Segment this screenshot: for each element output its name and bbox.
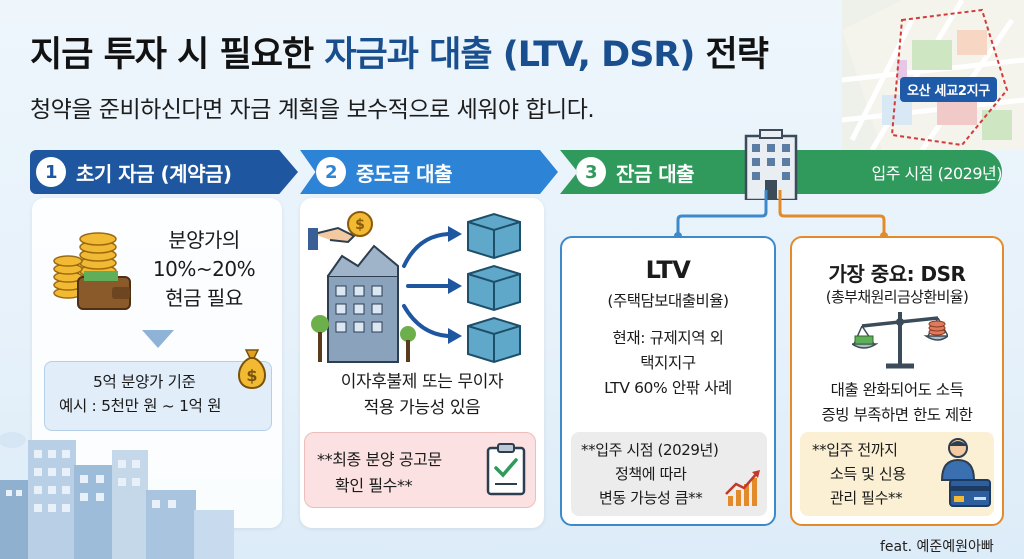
down-arrow-icon (142, 330, 174, 348)
dsr-note-line-1: **입주 전까지 (812, 441, 898, 459)
title-part-3: 전략 (694, 35, 769, 75)
apartment-building-icon (744, 129, 798, 200)
step3-label: 잔금 대출 (616, 161, 695, 186)
map-location-label: 오산 세교2지구 (900, 77, 997, 102)
step2-banner: 2 중도금 대출 (300, 150, 558, 194)
step3-date: 입주 시점 (2029년) (871, 164, 1002, 183)
city-skyline-illustration (0, 432, 234, 559)
ltv-note-line-1: **입주 시점 (2029년) (581, 441, 719, 459)
site-map (842, 0, 1024, 150)
step1-example-line-2: 예시 : 5천만 원 ~ 1억 원 (59, 397, 222, 415)
dsr-note-line-3: 관리 필수** (830, 489, 903, 507)
dsr-title: 가장 중요: DSR (828, 262, 966, 286)
ltv-note-line-3: 변동 가능성 큼** (599, 489, 703, 507)
dsr-body-line-2: 증빙 부족하면 한도 제한 (821, 406, 973, 424)
ltv-note-box: **입주 시점 (2029년) 정책에 따라 변동 가능성 큼** (571, 432, 767, 516)
step1-banner: 1 초기 자금 (계약금) (30, 150, 298, 194)
page-subtitle: 청약을 준비하신다면 자금 계획을 보수적으로 세워야 합니다. (30, 97, 595, 123)
ltv-description: 현재: 규제지역 외 택지지구 LTV 60% 안팎 사례 (560, 326, 776, 401)
step1-text-line-3: 현금 필요 (165, 286, 243, 310)
step1-example-box: 5억 분양가 기준 예시 : 5천만 원 ~ 1억 원 (44, 361, 272, 431)
step1-description: 분양가의 10%~20% 현금 필요 (134, 226, 274, 313)
ltv-body-line-3: LTV 60% 안팎 사례 (604, 379, 732, 397)
step1-text-line-1: 분양가의 (168, 228, 240, 252)
ltv-note-line-2: 정책에 따라 (615, 465, 687, 483)
dsr-note-line-2: 소득 및 신용 (830, 465, 906, 483)
svg-text:$: $ (246, 366, 257, 385)
svg-text:$: $ (355, 217, 365, 233)
person-credit-card-icon (940, 438, 991, 507)
step2-text-line-1: 이자후불제 또는 무이자 (340, 372, 504, 392)
step1-example-line-1: 5억 분양가 기준 (93, 373, 196, 391)
title-part-1: 지금 투자 시 필요한 (30, 35, 325, 75)
dsr-body-line-1: 대출 완화되어도 소득 (830, 381, 964, 399)
step1-label: 초기 자금 (계약금) (76, 161, 232, 186)
ltv-body-line-1: 현재: 규제지역 외 (612, 329, 724, 347)
dsr-subtitle: (총부채원리금상환비율) (825, 288, 969, 306)
step2-number: 2 (316, 157, 346, 187)
clipboard-check-icon (486, 443, 526, 496)
step2-description: 이자후불제 또는 무이자 적용 가능성 있음 (306, 369, 538, 421)
author-credit: feat. 예준예원아빠 (880, 539, 994, 555)
ltv-subtitle: (주택담보대출비율) (607, 292, 729, 310)
ltv-body-line-2: 택지지구 (640, 354, 696, 372)
ltv-title: LTV (645, 256, 691, 284)
dsr-description: 대출 완화되어도 소득 증빙 부족하면 한도 제한 (790, 378, 1004, 428)
step2-label: 중도금 대출 (356, 161, 452, 186)
construction-funds-illustration: $ (308, 211, 521, 364)
coins-wallet-icon (53, 232, 131, 310)
step2-text-line-2: 적용 가능성 있음 (363, 398, 481, 418)
page-title: 지금 투자 시 필요한 자금과 대출 (LTV, DSR) 전략 (30, 26, 769, 77)
branch-connector (674, 190, 888, 240)
step3-number: 3 (576, 157, 606, 187)
balance-scale-icon (852, 312, 948, 369)
money-bag-icon: $ (238, 349, 266, 390)
step1-text-line-2: 10%~20% (152, 257, 256, 281)
title-highlight: 자금과 대출 (LTV, DSR) (324, 35, 695, 75)
step2-note-line-1: **최종 분양 공고문 (317, 450, 442, 469)
step1-number: 1 (36, 157, 66, 187)
step2-note-line-2: 확인 필수** (335, 476, 413, 495)
rising-chart-icon (725, 470, 760, 506)
